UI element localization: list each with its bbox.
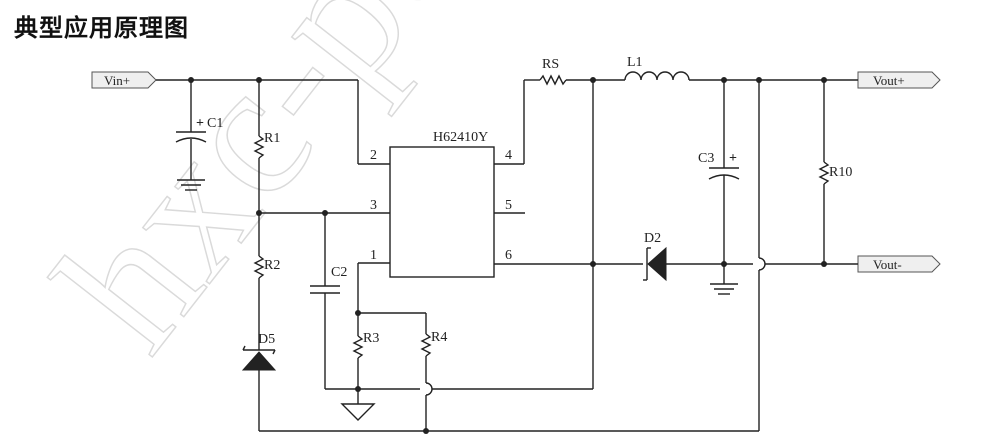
capacitor-c1: + C1 bbox=[175, 80, 223, 191]
d5-label: D5 bbox=[258, 332, 275, 347]
svg-text:+: + bbox=[729, 151, 737, 166]
l1-label: L1 bbox=[627, 55, 643, 70]
watermark: hxc-po bbox=[17, 0, 509, 387]
ic-pin-2: 2 bbox=[370, 148, 377, 163]
port-vout-plus-label: Vout+ bbox=[873, 73, 905, 88]
c1-label: C1 bbox=[207, 116, 223, 131]
d2-label: D2 bbox=[644, 231, 661, 246]
resistor-r2: R2 bbox=[253, 213, 280, 350]
ic-pin-3: 3 bbox=[370, 198, 377, 213]
net-bottom bbox=[259, 80, 766, 432]
diode-d2: D2 bbox=[643, 231, 858, 282]
port-vin-plus-label: Vin+ bbox=[104, 73, 130, 88]
net-pin1 bbox=[355, 262, 427, 330]
net-pin6 bbox=[494, 261, 643, 267]
net-pin4 bbox=[494, 79, 540, 165]
port-vout-minus: Vout- bbox=[857, 255, 941, 273]
rs-label: RS bbox=[542, 57, 559, 72]
c2-label: C2 bbox=[331, 265, 347, 280]
r4-label: R4 bbox=[431, 330, 447, 345]
resistor-r1: R1 bbox=[253, 80, 280, 213]
ic-h62410y: H62410Y 2 3 1 4 5 6 bbox=[370, 130, 525, 278]
resistor-r10: R10 bbox=[818, 80, 852, 264]
port-vout-minus-label: Vout- bbox=[873, 257, 902, 272]
ic-name: H62410Y bbox=[433, 130, 488, 145]
port-vout-plus: Vout+ bbox=[857, 71, 941, 89]
inductor-l1: L1 bbox=[624, 55, 858, 83]
watermark-text: hxc-po bbox=[18, 0, 508, 386]
r1-label: R1 bbox=[264, 131, 280, 146]
capacitor-c2: C2 bbox=[310, 213, 347, 389]
diode-d5: D5 bbox=[241, 332, 277, 431]
port-vin-plus: Vin+ bbox=[91, 71, 157, 89]
vin-rail bbox=[156, 77, 390, 165]
r10-label: R10 bbox=[829, 165, 852, 180]
r3-label: R3 bbox=[363, 331, 379, 346]
ic-pin-4: 4 bbox=[505, 148, 512, 163]
page-title: 典型应用原理图 bbox=[14, 14, 189, 42]
r2-label: R2 bbox=[264, 258, 280, 273]
resistor-rs: RS bbox=[539, 57, 625, 86]
ic-pin-6: 6 bbox=[505, 248, 512, 263]
ic-pin-1: 1 bbox=[370, 248, 377, 263]
c3-label: C3 bbox=[698, 151, 714, 166]
svg-text:+: + bbox=[196, 116, 204, 131]
ic-pin-5: 5 bbox=[505, 198, 512, 213]
resistor-r3: R3 bbox=[340, 313, 379, 421]
resistor-r4: R4 bbox=[420, 330, 447, 434]
capacitor-c3: C3 + bbox=[698, 80, 740, 295]
